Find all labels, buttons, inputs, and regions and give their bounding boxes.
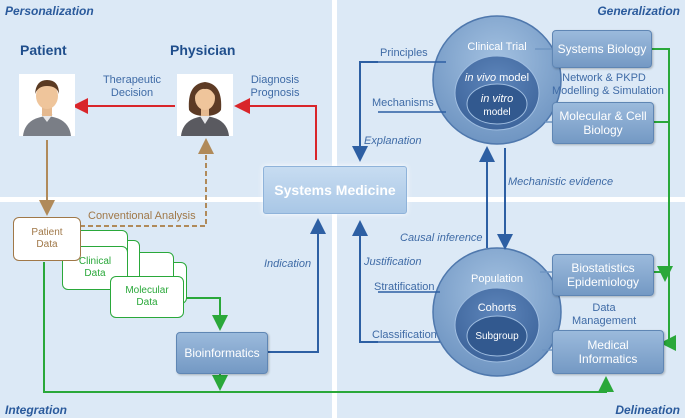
generalization-label: Generalization [597,4,680,18]
physician-avatar-icon [177,74,233,136]
justification-arrow [352,220,378,343]
generalization-to-delineation-arrow [650,48,676,351]
bioinformatics-to-systems-medicine-arrow [268,218,326,353]
conventional-analysis-arrow [80,138,214,227]
systems-biology-box: Systems Biology [552,30,652,68]
patient-title: Patient [20,42,67,58]
network-pkpd-label: Network & PKPD Modelling & Simulation [552,72,664,97]
integration-label: Integration [5,403,67,417]
bioinformatics-box: Bioinformatics [176,332,268,374]
cohorts-label: Cohorts [477,302,517,314]
justification-label: Justification [364,256,422,268]
patient-avatar-icon [19,74,75,136]
principles-label: Principles [380,47,428,59]
population-label: Population [471,273,523,285]
indication-label: Indication [264,258,312,270]
molecular-cell-biology-box: Molecular & Cell Biology [552,102,654,144]
subgroup-label: Subgroup [475,331,519,342]
patient-data-card: Patient Data [13,217,81,261]
data-to-medical-informatics-arrow [43,262,614,393]
diagnosis-prognosis-label: Diagnosis Prognosis [250,74,300,99]
causal-inference-label: Causal inference [400,232,483,244]
classification-label: Classification [372,329,437,341]
conventional-analysis-label: Conventional Analysis [88,210,196,222]
diagnosis-arrow [234,98,317,160]
physician-title: Physician [170,42,236,58]
subgroup-ellipse [466,315,528,357]
explanation-arrow [352,61,378,162]
in-vitro-ellipse [466,83,528,125]
delineation-label: Delineation [615,403,680,417]
therapeutic-decision-label: Therapeutic Decision [102,74,162,99]
molecular-to-bioinformatics-arrow [182,297,228,331]
mechanistic-evidence-label: Mechanistic evidence [508,176,614,188]
personalization-label: Personalization [5,4,94,18]
medical-informatics-box: Medical Informatics [552,330,664,374]
data-management-label: Data Management [572,302,637,327]
clinical-trial-label: Clinical Trial [467,41,527,53]
stratification-label: Stratification [374,281,435,293]
mechanisms-label: Mechanisms [372,97,434,109]
explanation-label: Explanation [364,135,422,147]
systems-medicine-box: Systems Medicine [263,166,407,214]
in-vivo-label: in vivo model [464,72,530,84]
biostatistics-arrow [654,266,673,282]
biostatistics-epidemiology-box: Biostatistics Epidemiology [552,254,654,296]
molecular-data-card: Molecular Data [110,276,184,318]
